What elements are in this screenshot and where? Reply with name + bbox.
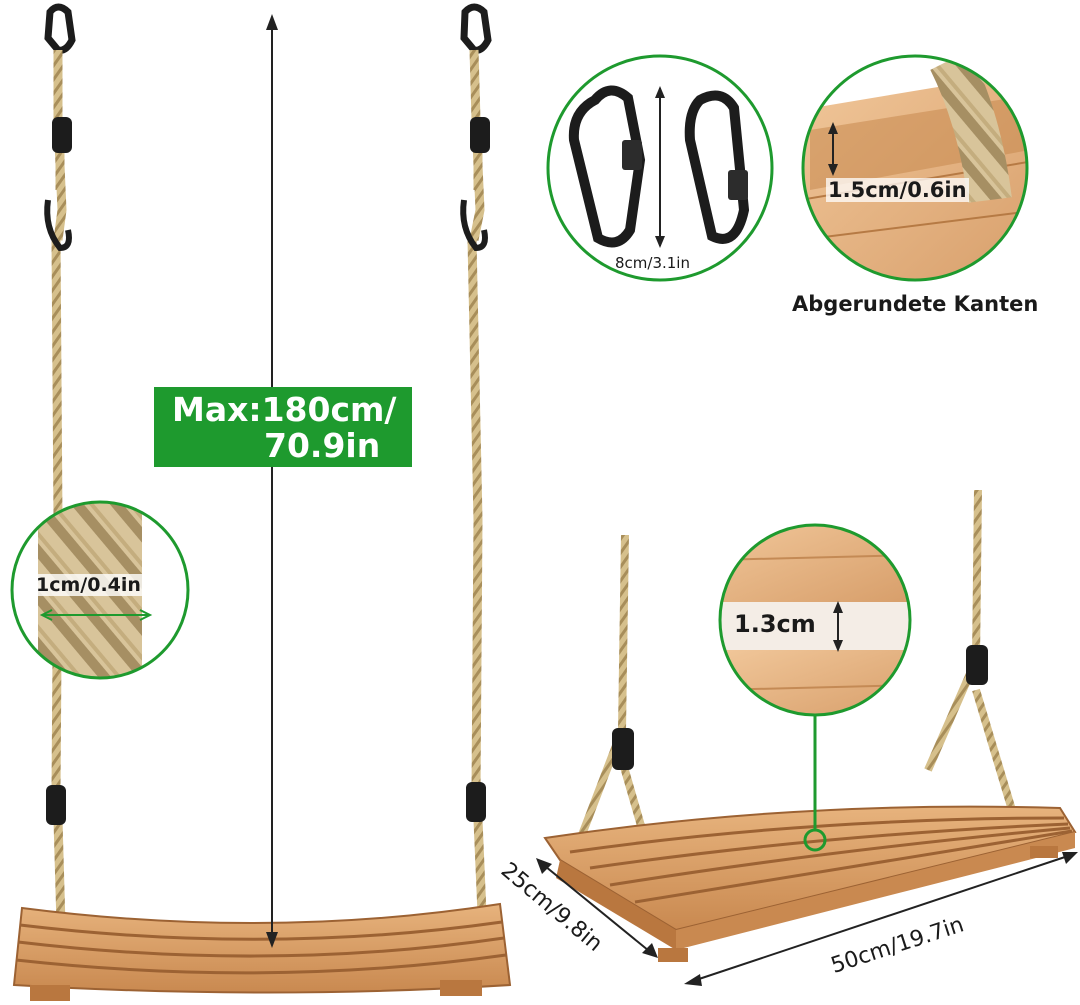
carabiner-size-label: 8cm/3.1in — [615, 254, 690, 272]
rope-adjuster-icon — [46, 117, 490, 825]
max-length-badge: Max:180cm/ 70.9in — [154, 387, 412, 467]
magnifier-circle-icon — [546, 54, 774, 282]
dimension-arrow-icon — [536, 852, 1078, 986]
wooden-seat — [12, 902, 512, 1001]
rope-diameter-label: 1cm/0.4in — [34, 574, 143, 596]
max-length-inch-label: 70.9in — [264, 426, 381, 465]
magnifier-circle-icon — [801, 54, 1029, 282]
edge-thickness-label: 1.5cm/0.6in — [826, 178, 969, 202]
rope-adjuster-icon — [612, 645, 988, 770]
carabiner-icon — [568, 85, 750, 248]
seat-thickness-label: 1.3cm — [734, 610, 816, 638]
rounded-edges-caption: Abgerundete Kanten — [792, 292, 1039, 316]
max-length-label: Max:180cm/ — [172, 390, 397, 429]
wooden-seat — [543, 805, 1077, 962]
dimension-arrow-icon — [266, 14, 278, 948]
magnifier-circle-icon — [718, 523, 912, 852]
